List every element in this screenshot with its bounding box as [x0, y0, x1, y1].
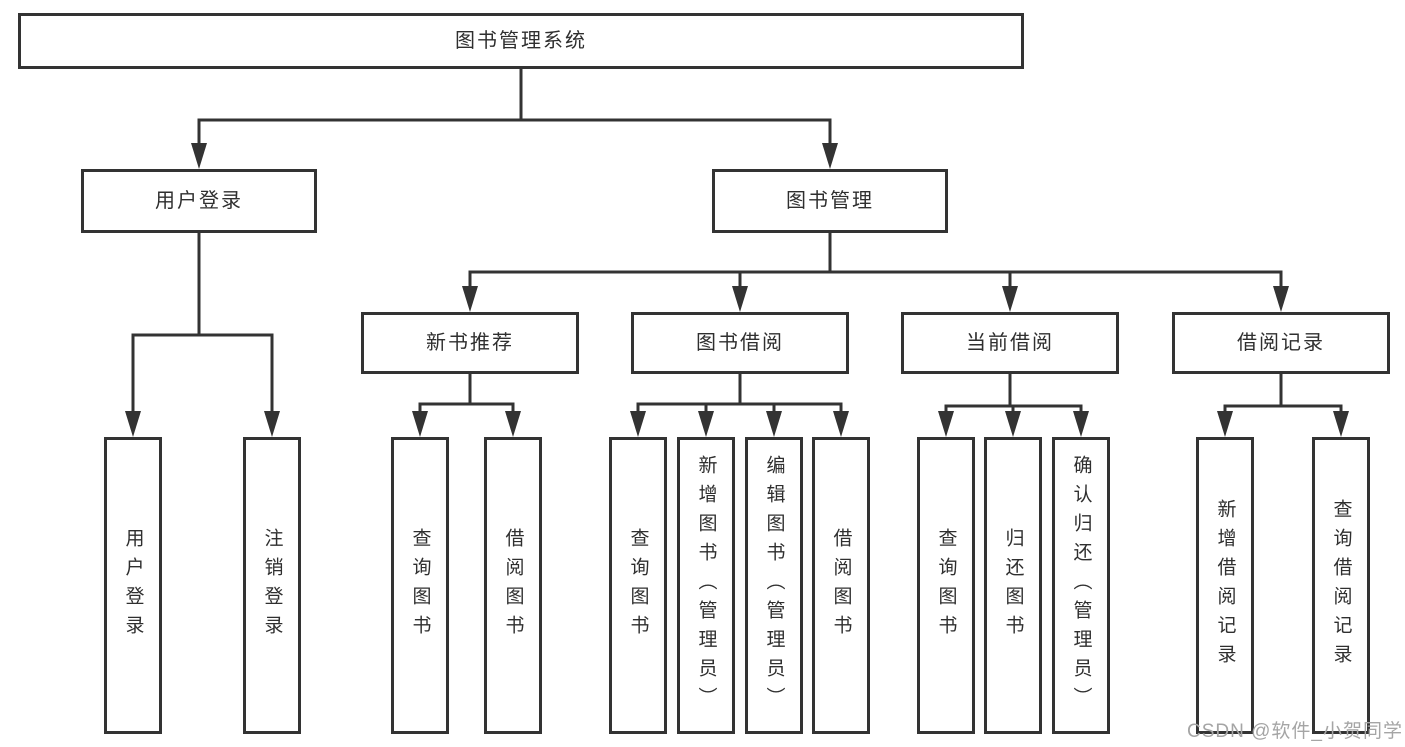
node-library-system: 图书管理系统: [18, 13, 1024, 69]
leaf-label: 用户登录: [122, 527, 144, 644]
leaf-user-login: 用户登录: [104, 437, 162, 734]
node-current-borrow: 当前借阅: [901, 312, 1119, 374]
node-label: 用户登录: [155, 190, 243, 212]
leaf-logout: 注销登录: [243, 437, 301, 734]
csdn-watermark: CSDN @软件_小贺同学: [1187, 721, 1403, 742]
node-label: 借阅记录: [1237, 332, 1325, 354]
leaf-query-books-borrow: 查询图书: [609, 437, 667, 734]
leaf-label: 新增借阅记录: [1214, 498, 1236, 673]
leaf-add-borrow-record: 新增借阅记录: [1196, 437, 1254, 734]
leaf-label: 查询图书: [935, 527, 957, 644]
node-label: 新书推荐: [426, 332, 514, 354]
leaf-label: 查询图书: [627, 527, 649, 644]
node-book-borrow: 图书借阅: [631, 312, 849, 374]
leaf-label: 借阅图书: [502, 527, 524, 644]
leaf-query-books-recommend: 查询图书: [391, 437, 449, 734]
leaf-query-borrow-record: 查询借阅记录: [1312, 437, 1370, 734]
node-user-login: 用户登录: [81, 169, 317, 233]
node-label: 图书借阅: [696, 332, 784, 354]
leaf-label: 归还图书: [1002, 527, 1024, 644]
node-label: 图书管理系统: [455, 30, 587, 52]
leaf-edit-book-admin: 编辑图书（管理员）: [745, 437, 803, 734]
leaf-confirm-return-admin: 确认归还（管理员）: [1052, 437, 1110, 734]
leaf-label: 编辑图书（管理员）: [763, 455, 785, 716]
leaf-return-book: 归还图书: [984, 437, 1042, 734]
node-book-management: 图书管理: [712, 169, 948, 233]
leaf-label: 确认归还（管理员）: [1070, 455, 1092, 716]
node-label: 当前借阅: [966, 332, 1054, 354]
leaf-label: 查询图书: [409, 527, 431, 644]
leaf-label: 查询借阅记录: [1330, 498, 1352, 673]
leaf-query-books-current: 查询图书: [917, 437, 975, 734]
leaf-label: 注销登录: [261, 527, 283, 644]
leaf-borrow-books: 借阅图书: [812, 437, 870, 734]
node-label: 图书管理: [786, 190, 874, 212]
leaf-borrow-books-recommend: 借阅图书: [484, 437, 542, 734]
leaf-add-book-admin: 新增图书（管理员）: [677, 437, 735, 734]
leaf-label: 新增图书（管理员）: [695, 455, 717, 716]
leaf-label: 借阅图书: [830, 527, 852, 644]
node-new-book-recommend: 新书推荐: [361, 312, 579, 374]
node-borrow-records: 借阅记录: [1172, 312, 1390, 374]
